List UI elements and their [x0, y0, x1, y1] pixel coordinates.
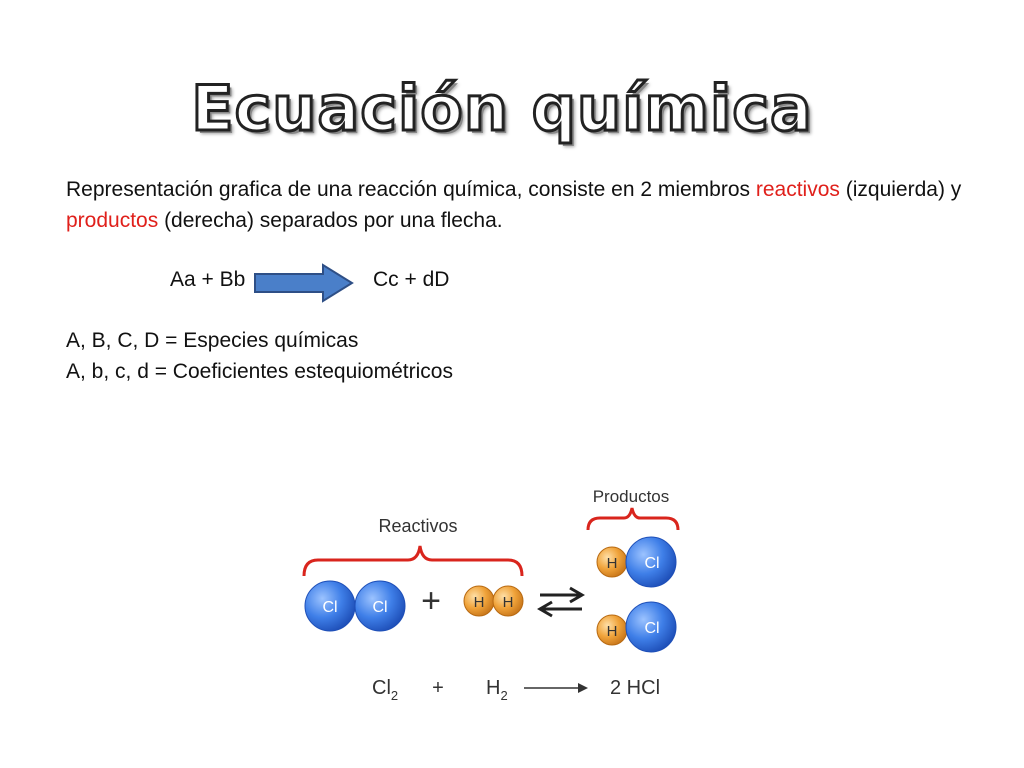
definition-coeficientes: A, b, c, d = Coeficientes estequiométric… [66, 360, 453, 383]
description-text-1: Representación grafica de una reacción q… [66, 178, 756, 201]
term-productos: productos [66, 209, 159, 232]
reaction-diagram: Reactivos Cl Cl + H H Productos H Cl H C… [302, 487, 680, 703]
plus-sign: + [421, 582, 441, 620]
definition-especies: A, B, C, D = Especies químicas [66, 329, 359, 352]
description-text-3: (derecha) separados por una flecha. [158, 209, 503, 232]
reactivos-label: Reactivos [378, 516, 457, 536]
h-atom-label: H [607, 623, 618, 640]
formula-h2: H2 [486, 677, 508, 703]
cl-atom-label: Cl [372, 599, 387, 616]
h-atom-label: H [607, 555, 618, 572]
equilibrium-arrows-icon [537, 586, 585, 618]
term-reactivos: reactivos [755, 178, 840, 201]
description-text-2: (izquierda) y [839, 178, 962, 201]
cl-atom-label: Cl [644, 555, 659, 572]
formula-arrow-icon [524, 683, 588, 693]
hcl-molecule: H Cl [596, 536, 677, 588]
equation-right: Cc + dD [373, 268, 450, 291]
cl-atom-label: Cl [644, 620, 659, 637]
h2-molecule: H H [463, 585, 524, 617]
formula-cl2: Cl2 [372, 677, 398, 703]
reactivos-bracket [302, 545, 524, 577]
hcl-molecule: H Cl [596, 601, 677, 653]
formula-plus: + [432, 677, 444, 699]
cl2-molecule: Cl Cl [304, 580, 406, 632]
cl-atom-label: Cl [322, 599, 337, 616]
equation-left: Aa + Bb [170, 268, 246, 291]
formula-product: 2 HCl [610, 677, 660, 699]
h-atom-label: H [474, 594, 485, 611]
productos-bracket [586, 507, 680, 531]
productos-label: Productos [593, 487, 670, 506]
h-atom-label: H [503, 594, 514, 611]
block-arrow-icon [254, 263, 354, 303]
description-paragraph: Representación grafica de una reacción q… [66, 174, 966, 236]
slide-title: Ecuación química [190, 71, 814, 147]
